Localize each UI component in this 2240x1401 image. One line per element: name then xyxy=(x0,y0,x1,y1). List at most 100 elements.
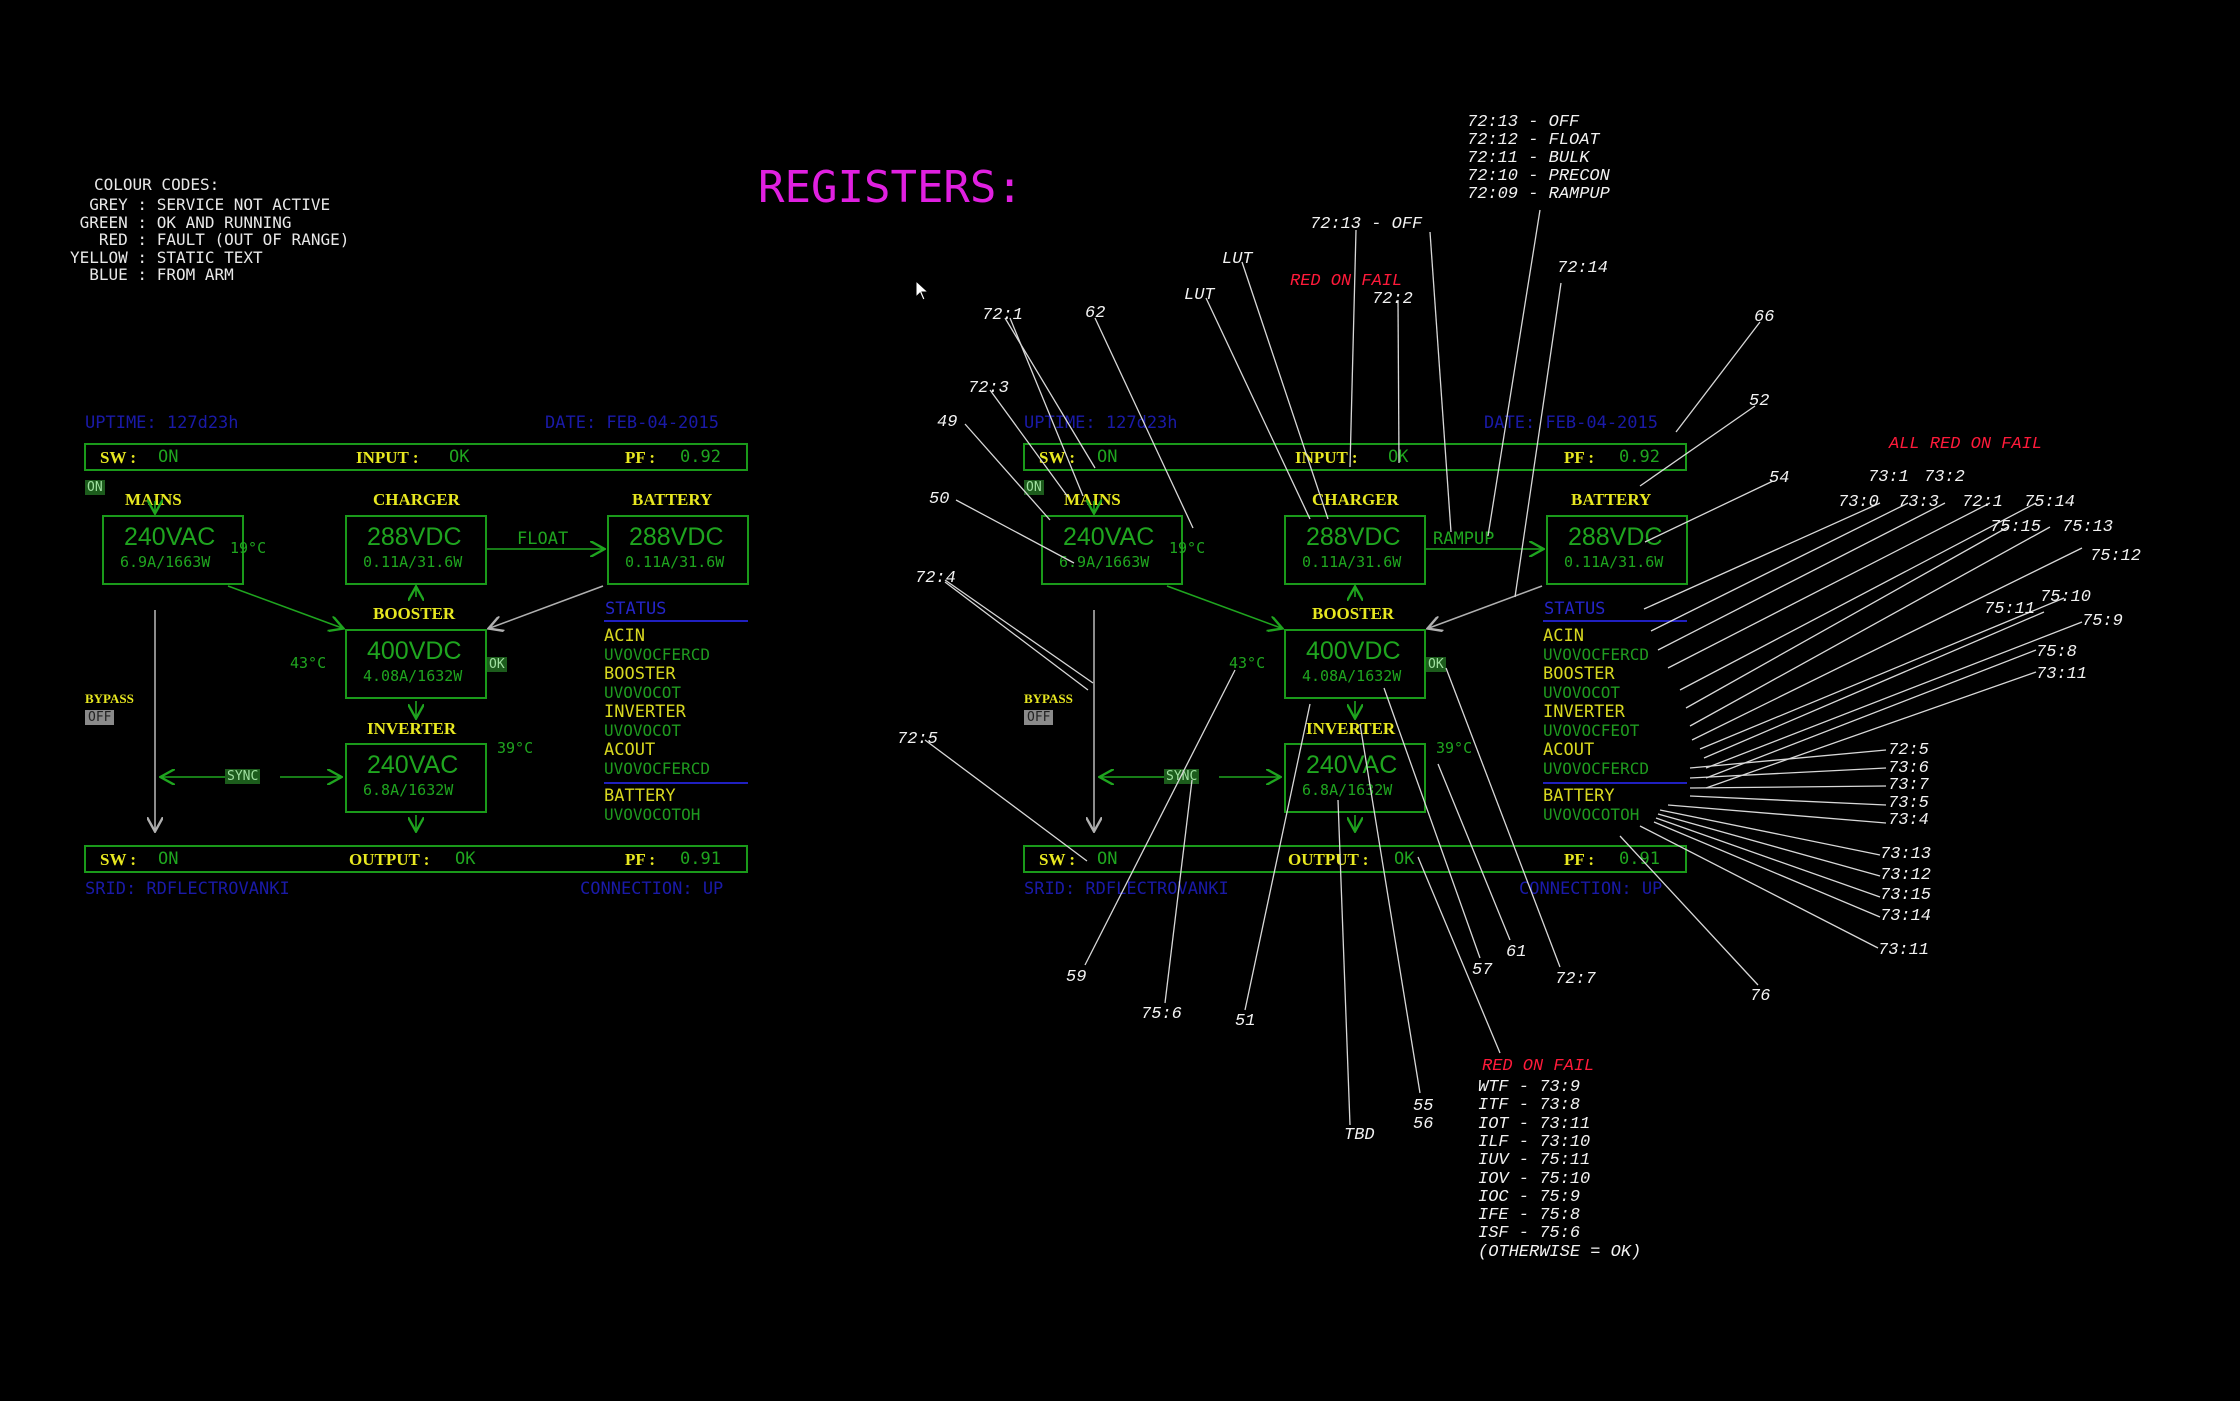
input-label: INPUT : xyxy=(356,448,419,467)
battery-value: 288VDC xyxy=(629,523,724,551)
output-pf-value: 0.91 xyxy=(1619,849,1660,869)
charger-box xyxy=(1284,515,1426,585)
annotation-72-1: 72:1 xyxy=(982,306,1023,325)
sync-badge: SYNC xyxy=(225,769,261,784)
status-row: INVERTER xyxy=(604,702,686,722)
input-label: INPUT : xyxy=(1295,448,1358,467)
inverter-detail: 6.8A/1632W xyxy=(363,781,454,799)
leader-line xyxy=(1429,231,1452,533)
booster-box xyxy=(345,629,487,699)
inverter-temp: 39°C xyxy=(497,739,534,757)
battery-to-booster-arrow xyxy=(1429,585,1543,628)
connection-label: CONNECTION: UP xyxy=(1519,879,1663,899)
charger-mode: FLOAT xyxy=(517,529,569,549)
colour-code-line: GREY : SERVICE NOT ACTIVE xyxy=(70,195,331,214)
charger-mode-item: 72:09 - RAMPUP xyxy=(1467,185,1610,204)
input-sw-label: SW : xyxy=(1039,448,1076,467)
charger-mode-item: 72:12 - FLOAT xyxy=(1467,131,1600,150)
annotation-75-14: 75:14 xyxy=(2024,493,2076,512)
annotation-75-15: 75:15 xyxy=(1990,518,2042,537)
serial-label: SRID: RDFLECTROVANKI xyxy=(85,879,290,899)
annotation-75-9: 75:9 xyxy=(2082,612,2123,631)
status-row: ACOUT xyxy=(1543,740,1595,760)
annotation-75-13: 75:13 xyxy=(2062,518,2114,537)
colour-code-line: BLUE : FROM ARM xyxy=(70,265,234,284)
inverter-box xyxy=(345,743,487,813)
input-pf-label: PF : xyxy=(625,448,656,467)
status-heading: STATUS xyxy=(605,599,667,619)
leader-line xyxy=(1679,502,2037,691)
fault-register-item: ILF - 73:10 xyxy=(1478,1132,1591,1152)
mains-temp: 19°C xyxy=(1169,539,1206,557)
acout-register-item: 73:7 xyxy=(1888,776,1929,795)
charger-detail: 0.11A/31.6W xyxy=(363,553,463,571)
output-label: OUTPUT : xyxy=(349,850,430,869)
booster-temp: 43°C xyxy=(290,654,327,672)
battery-detail: 0.11A/31.6W xyxy=(625,553,725,571)
mains-to-booster-arrow xyxy=(227,585,342,628)
leader-line xyxy=(924,739,1088,862)
booster-ok-badge: OK xyxy=(1426,657,1446,672)
bypass-label: BYPASS xyxy=(1024,691,1073,706)
annotation-72-2: 72:2 xyxy=(1372,290,1413,309)
booster-box xyxy=(1284,629,1426,699)
annotation-55: 55 xyxy=(1413,1097,1434,1116)
battery-register-item: 73:14 xyxy=(1880,906,1932,926)
output-pf-value: 0.91 xyxy=(680,849,721,869)
inverter-value: 240VAC xyxy=(1306,751,1398,779)
fault-register-item: IUV - 75:11 xyxy=(1478,1151,1591,1171)
leader-line xyxy=(944,579,1094,684)
inverter-value: 240VAC xyxy=(367,751,459,779)
charger-label: CHARGER xyxy=(373,490,460,509)
booster-label: BOOSTER xyxy=(1312,604,1395,623)
charger-detail: 0.11A/31.6W xyxy=(1302,553,1402,571)
status-row: UVOVOCFEOT xyxy=(1543,721,1640,740)
battery-to-booster-arrow xyxy=(490,585,604,628)
inverter-temp: 39°C xyxy=(1436,739,1473,757)
annotation-50: 50 xyxy=(929,490,950,509)
serial-label: SRID: RDFLECTROVANKI xyxy=(1024,879,1229,899)
leader-line xyxy=(1659,809,1881,856)
status-row: UVOVOCFERCD xyxy=(1543,645,1649,664)
input-value: OK xyxy=(1388,447,1409,467)
leader-line xyxy=(1691,547,2083,741)
booster-detail: 4.08A/1632W xyxy=(363,667,463,685)
annotation-66: 66 xyxy=(1754,308,1775,327)
status-row: UVOVOCFERCD xyxy=(1543,759,1649,778)
annotation-72-4: 72:4 xyxy=(915,569,956,588)
input-status-bar xyxy=(84,443,748,471)
annotation-51: 51 xyxy=(1235,1012,1256,1031)
annotation-75-6: 75:6 xyxy=(1141,1005,1182,1024)
date-label: DATE: FEB-04-2015 xyxy=(545,413,719,433)
status-row: BATTERY xyxy=(604,786,676,806)
annotation-lut-2: LUT xyxy=(1184,286,1215,305)
input-pf-value: 0.92 xyxy=(680,447,721,467)
output-pf-label: PF : xyxy=(625,850,656,869)
colour-code-line: GREEN : OK AND RUNNING xyxy=(70,212,292,232)
uptime-label: UPTIME: 127d23h xyxy=(85,413,239,433)
battery-label: BATTERY xyxy=(1571,490,1652,509)
mains-temp: 19°C xyxy=(230,539,267,557)
annotation-49: 49 xyxy=(937,413,958,432)
sync-badge: SYNC xyxy=(1164,769,1200,784)
leader-line xyxy=(1487,209,1541,537)
status-underline xyxy=(604,620,748,622)
registers-title: REGISTERS: xyxy=(758,162,1023,213)
annotation-73-1: 73:1 xyxy=(1868,468,1909,487)
status-row: UVOVOCOT xyxy=(604,721,682,740)
mains-detail: 6.9A/1663W xyxy=(1059,553,1150,571)
fault-list-heading: RED ON FAIL xyxy=(1482,1057,1595,1076)
input-value: OK xyxy=(449,447,470,467)
mains-to-booster-arrow xyxy=(1166,585,1281,628)
battery-register-item: 73:15 xyxy=(1880,886,1932,905)
battery-detail: 0.11A/31.6W xyxy=(1564,553,1664,571)
date-label: DATE: FEB-04-2015 xyxy=(1484,413,1658,433)
booster-label: BOOSTER xyxy=(373,604,456,623)
colour-codes-heading: COLOUR CODES: xyxy=(94,175,220,194)
charger-mode: RAMPUP xyxy=(1433,529,1495,549)
bypass-off-badge: OFF xyxy=(1024,710,1054,725)
leader-line xyxy=(1689,749,1887,769)
status-heading: STATUS xyxy=(1544,599,1606,619)
bypass-label: BYPASS xyxy=(85,691,134,706)
